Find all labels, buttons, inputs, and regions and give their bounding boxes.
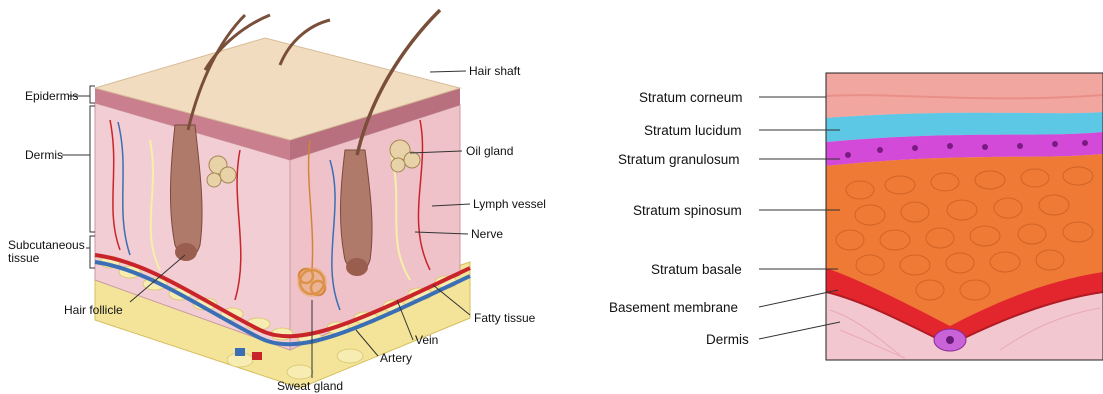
label-fatty-tissue: Fatty tissue xyxy=(474,311,536,325)
label-stratum-lucidum: Stratum lucidum xyxy=(644,123,742,138)
label-subcutaneous-tissue: tissue xyxy=(8,251,40,265)
label-dermis-right: Dermis xyxy=(706,332,749,347)
label-stratum-spinosum: Stratum spinosum xyxy=(633,203,742,218)
label-artery: Artery xyxy=(380,351,412,365)
epidermis-section-illustration xyxy=(826,73,1103,360)
label-stratum-corneum: Stratum corneum xyxy=(639,90,743,105)
label-basement-membrane: Basement membrane xyxy=(609,300,738,315)
label-oil-gland: Oil gland xyxy=(466,144,513,158)
right-labels: Stratum corneum Stratum lucidum Stratum … xyxy=(609,90,749,347)
label-nerve: Nerve xyxy=(471,227,503,241)
label-epidermis: Epidermis xyxy=(25,89,78,103)
label-vein: Vein xyxy=(415,333,438,347)
label-dermis: Dermis xyxy=(25,148,63,162)
label-lymph-vessel: Lymph vessel xyxy=(473,197,546,211)
label-subcutaneous: Subcutaneous xyxy=(8,238,85,252)
skin-block-illustration xyxy=(95,10,470,388)
label-stratum-basale: Stratum basale xyxy=(651,262,742,277)
label-sweat-gland: Sweat gland xyxy=(277,379,343,393)
label-stratum-granulosum: Stratum granulosum xyxy=(618,152,740,167)
label-hair-shaft: Hair shaft xyxy=(469,64,521,78)
label-hair-follicle: Hair follicle xyxy=(64,303,123,317)
layer-brackets xyxy=(90,86,95,268)
